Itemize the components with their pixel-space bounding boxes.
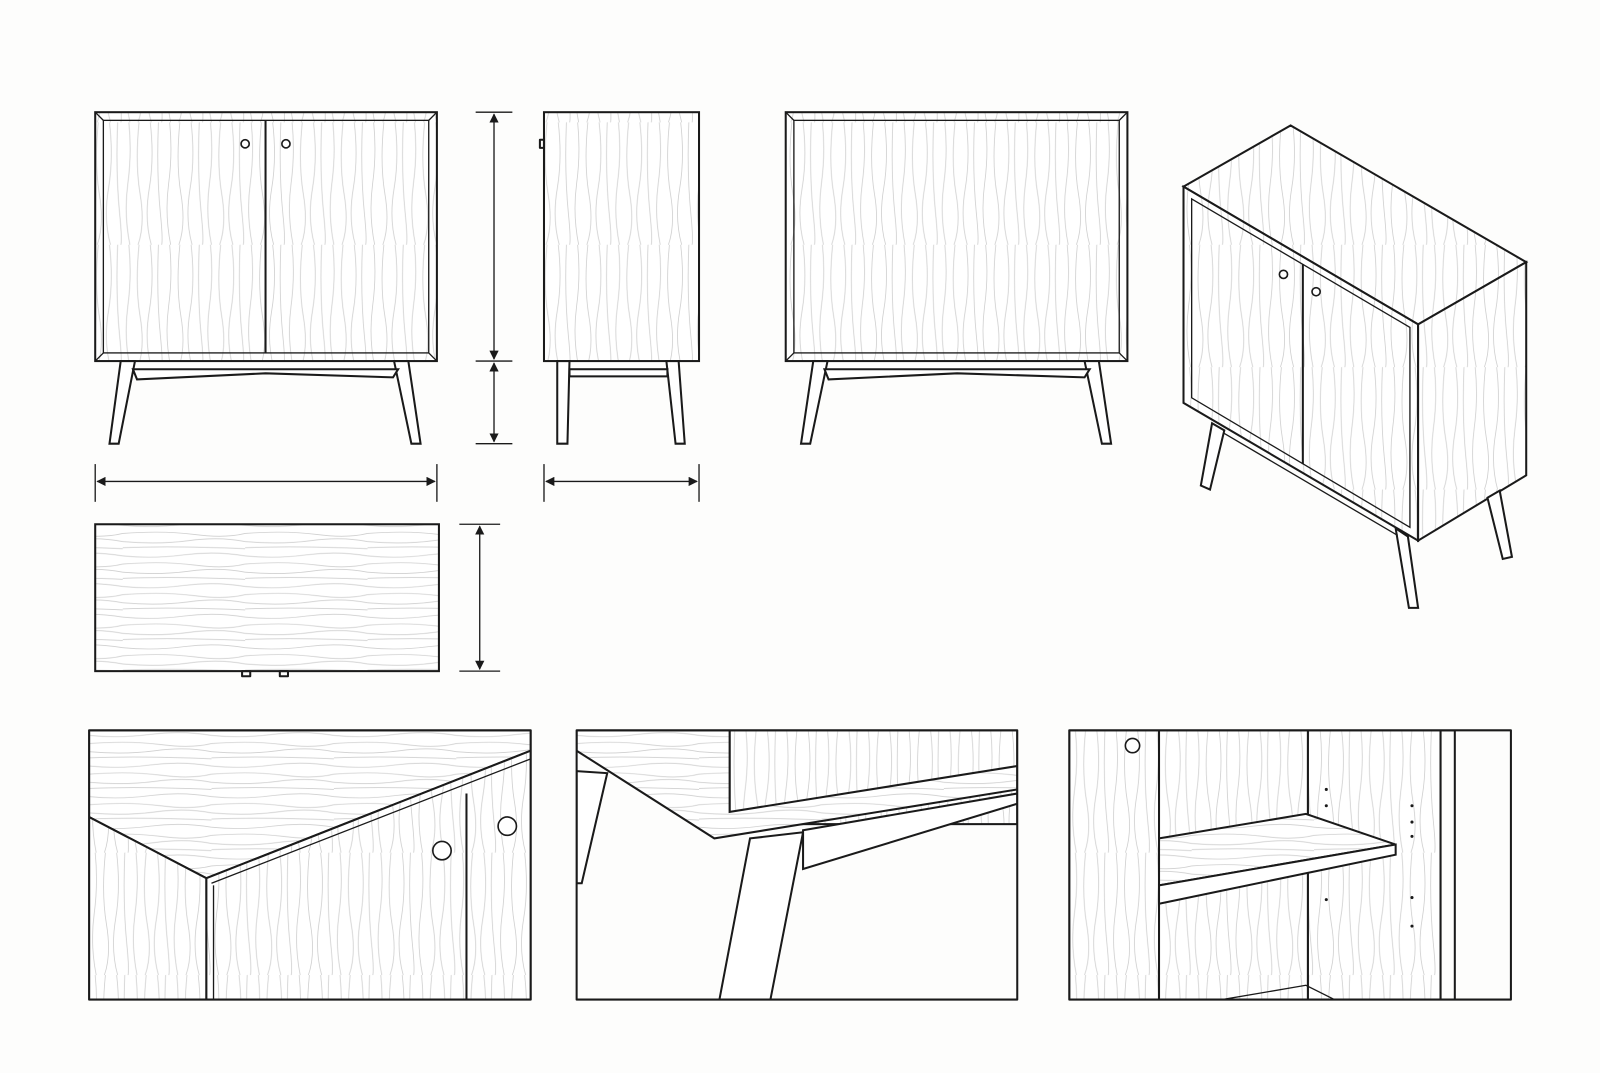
knob-icon [281, 138, 291, 149]
dimension-lines-front [94, 111, 513, 502]
isometric-view [1181, 124, 1529, 609]
top-view [94, 523, 501, 678]
detail-interior-shelf [1068, 729, 1512, 1001]
front-view [94, 111, 438, 445]
side-view [538, 111, 701, 502]
knob-icon [240, 138, 251, 149]
detail-leg-joint [575, 729, 1019, 1001]
back-view [784, 111, 1129, 445]
detail-top-corner [88, 729, 532, 1001]
leg [108, 360, 137, 445]
leg [392, 360, 422, 445]
